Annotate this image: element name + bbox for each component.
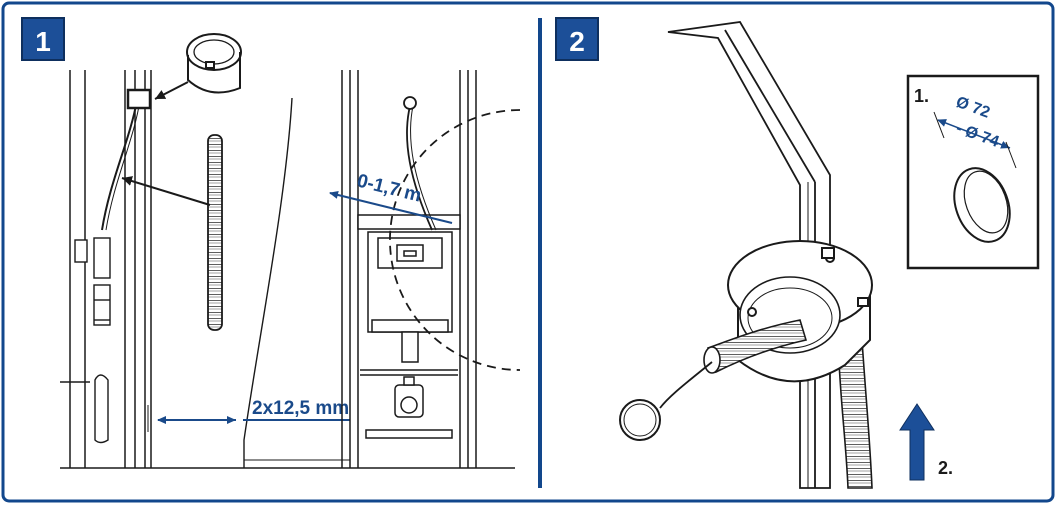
wall-box-small <box>126 88 152 110</box>
panel-2: 2 2. 1. <box>555 17 1040 489</box>
stud-brackets <box>60 237 111 444</box>
wc-frame-studs <box>341 70 477 468</box>
panel-2-badge <box>555 17 599 61</box>
push-up-arrow-icon <box>899 403 935 481</box>
conduit-down <box>837 339 873 489</box>
pull-wire <box>659 361 713 409</box>
panel-1-number: 1 <box>35 26 51 57</box>
panel-2-number: 2 <box>569 26 585 57</box>
socket-box-icon <box>186 33 242 94</box>
detail-circle <box>389 109 521 371</box>
step-2-label: 2. <box>938 458 953 478</box>
panel-1: 1 <box>21 17 521 469</box>
arrow-box-to-wall <box>154 81 189 100</box>
step-1-label: 1. <box>914 86 929 106</box>
left-wall-studs <box>69 70 152 468</box>
socket-box-installed <box>727 240 873 383</box>
arrow-pipe-to-cable <box>121 176 211 206</box>
wc-module <box>357 214 461 439</box>
drilled-hole-icon <box>953 167 1011 243</box>
cable-end-ball <box>403 96 417 110</box>
wc-cable <box>406 105 433 231</box>
plasterboard-sheet <box>243 97 293 468</box>
width-label: 2x12,5 mm <box>252 398 349 419</box>
height-dimension-arrow <box>329 191 453 224</box>
corrugated-pipe <box>207 134 223 331</box>
panel-1-badge <box>21 17 65 61</box>
conduit-out <box>706 319 808 374</box>
cable-to-box <box>101 99 138 231</box>
pull-ring <box>619 399 661 441</box>
